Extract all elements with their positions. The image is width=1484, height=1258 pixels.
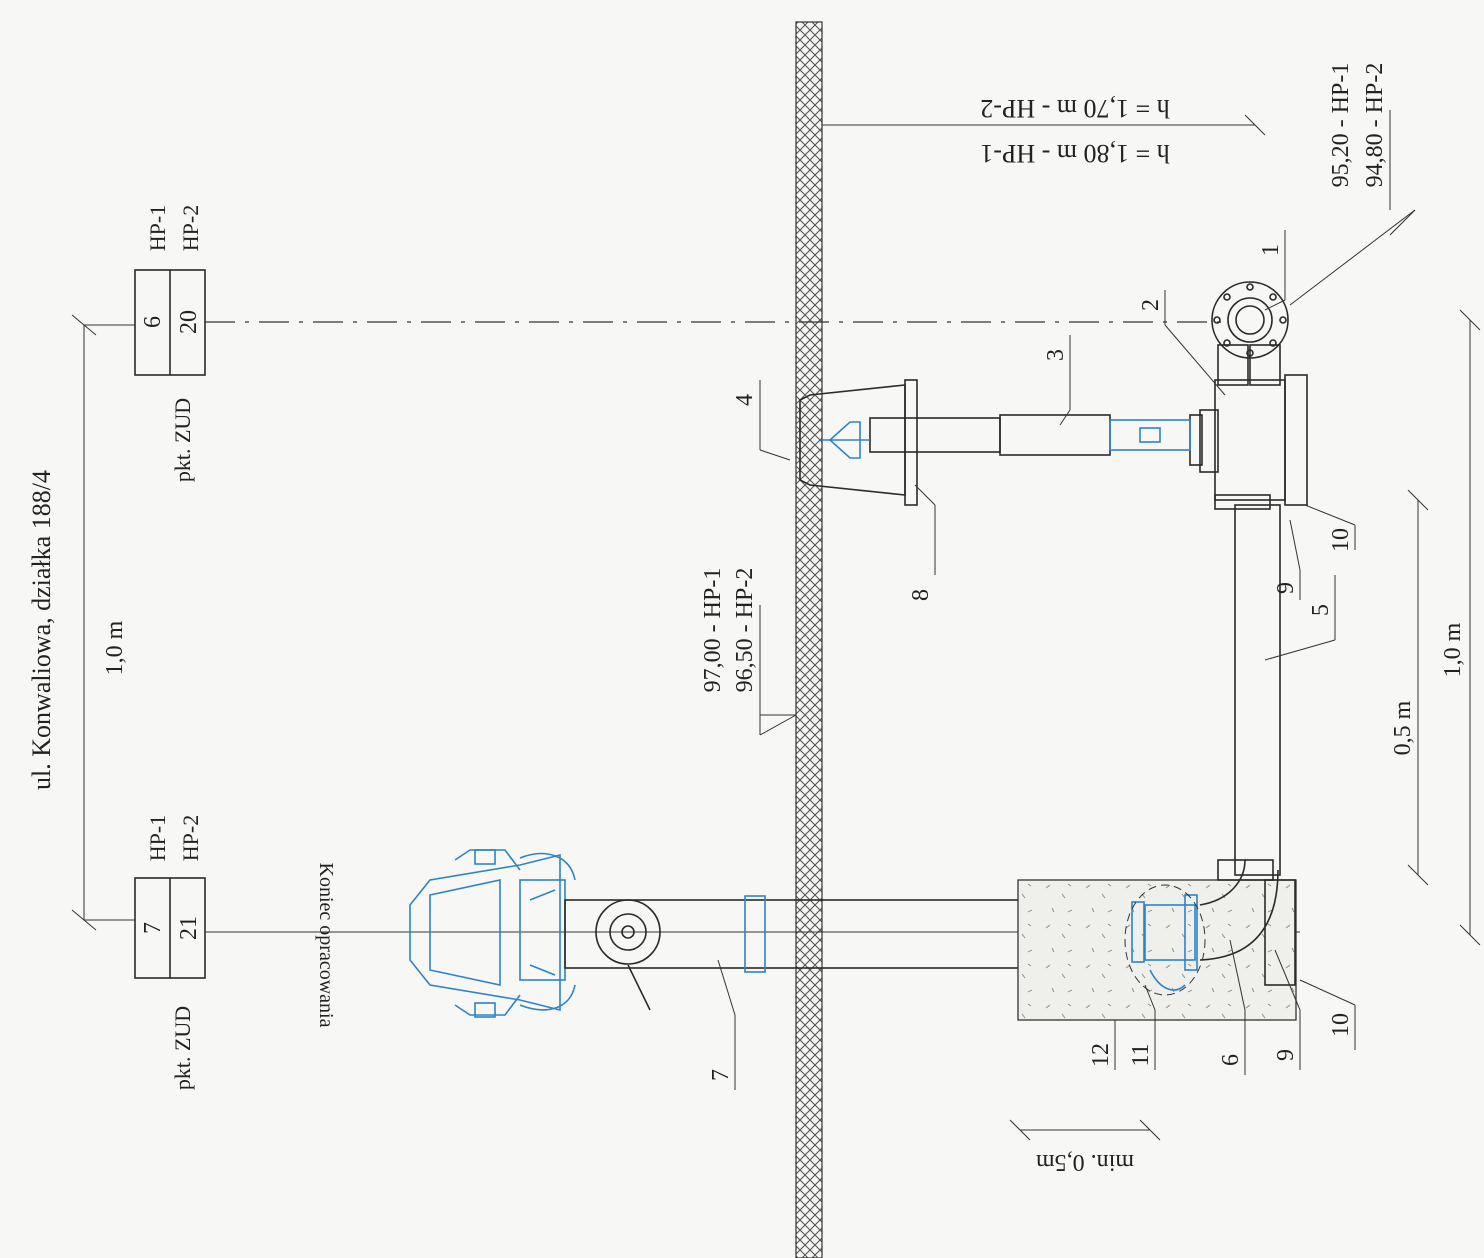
callout-3: 3 <box>1043 349 1069 361</box>
bottom-half-label: 0,5 m <box>1390 700 1416 755</box>
zud-2-top-number: 7 <box>140 922 166 934</box>
callout-9-bottom: 9 <box>1273 1049 1299 1061</box>
callout-8: 8 <box>908 589 934 601</box>
hydrant-base-fittings <box>1124 859 1296 996</box>
callout-2: 2 <box>1138 299 1164 311</box>
callout-numbers: 1 2 3 4 5 6 7 8 9 9 10 10 11 12 <box>708 244 1354 1081</box>
gate-valve-assembly <box>1189 344 1308 506</box>
ground-elevation-note: 97,00 - HP-1 96,50 - HP-2 <box>700 568 797 736</box>
callout-12: 12 <box>1088 1043 1114 1067</box>
valve-spindle <box>820 414 1191 459</box>
zud-1-top-number: 6 <box>140 316 166 328</box>
ground-surface <box>795 21 823 1258</box>
ground-elevation-hp1: 97,00 - HP-1 <box>700 568 726 693</box>
concrete-block <box>1017 879 1297 1021</box>
ground-elevation-hp2: 96,50 - HP-2 <box>732 568 758 693</box>
callout-10-bottom: 10 <box>1328 1013 1354 1037</box>
callout-4: 4 <box>732 394 758 406</box>
surface-box <box>799 379 918 506</box>
min-cover-dimension: min. 0,5m <box>1009 1119 1161 1175</box>
end-of-work-label: Koniec opracowania <box>315 863 337 1028</box>
zud-1-bottom-number: 20 <box>176 310 202 334</box>
pipe-elevation-hp1: 95,20 - HP-1 <box>1328 63 1354 188</box>
bottom-full-label: 1,0 m <box>1440 622 1466 677</box>
zud-2-bottom-code: HP-2 <box>178 815 203 861</box>
zud-1-top-code: HP-1 <box>145 205 170 251</box>
pipe-flange-section <box>1211 281 1289 359</box>
callout-6: 6 <box>1218 1054 1244 1066</box>
callout-5: 5 <box>1308 604 1334 616</box>
zud-2-bottom-number: 21 <box>176 916 202 940</box>
callout-11: 11 <box>1128 1043 1154 1066</box>
zud-1-label: pkt. ZUD <box>170 398 195 482</box>
zud-2-top-code: HP-1 <box>145 815 170 861</box>
hydrant-head <box>409 849 576 1018</box>
zud-point-box-2: 7 21 pkt. ZUD HP-1 HP-2 <box>134 815 206 1090</box>
top-span-dimension: 1,0 m <box>71 314 135 931</box>
callout-10-top: 10 <box>1328 528 1354 552</box>
depth-hp1: h = 1,80 m - HP-1 <box>980 139 1169 168</box>
pipe-elevation-note: 95,20 - HP-1 94,80 - HP-2 <box>1289 63 1416 306</box>
zud-2-label: pkt. ZUD <box>170 1006 195 1090</box>
min-cover-label: min. 0,5m <box>1036 1149 1134 1175</box>
callout-7: 7 <box>708 1069 734 1081</box>
callout-1: 1 <box>1258 244 1284 256</box>
callout-9-top: 9 <box>1273 582 1299 594</box>
pipe-elevation-hp2: 94,80 - HP-2 <box>1362 63 1388 188</box>
depth-hp2: h = 1,70 m - HP-2 <box>980 94 1169 123</box>
depth-dimension: h = 1,80 m - HP-1 h = 1,70 m - HP-2 <box>822 94 1266 168</box>
zud-1-bottom-code: HP-2 <box>178 205 203 251</box>
zud-point-box-1: 6 20 pkt. ZUD HP-1 HP-2 <box>134 205 206 482</box>
street-label: ul. Konwaliowa, działka 188/4 <box>27 470 56 790</box>
callout-leaders <box>717 230 1356 1090</box>
top-span-label: 1,0 m <box>102 620 128 675</box>
bottom-dimensions: 0,5 m 1,0 m <box>1390 309 1481 946</box>
supply-pipe <box>1214 494 1281 881</box>
